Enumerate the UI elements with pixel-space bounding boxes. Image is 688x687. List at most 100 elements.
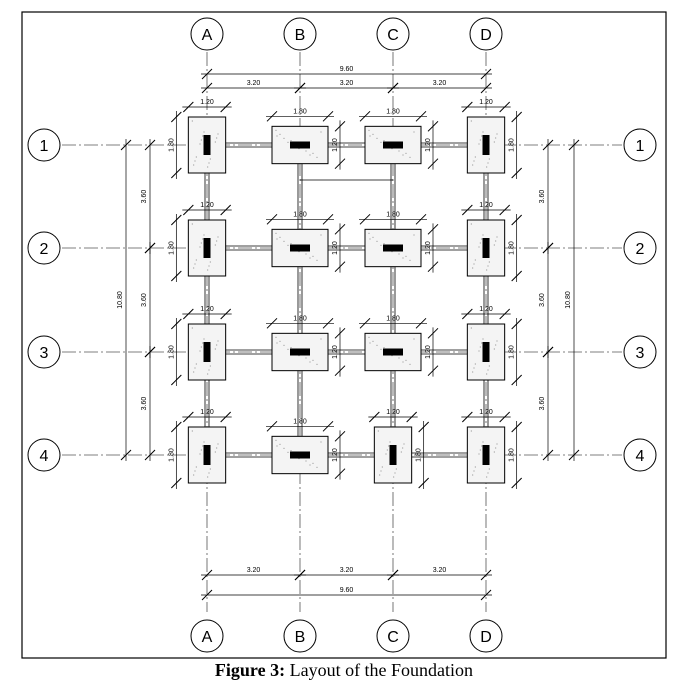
footing-texture bbox=[472, 267, 474, 269]
footing-texture bbox=[493, 244, 495, 246]
footing-texture bbox=[214, 141, 216, 143]
footing-height-label: 1.20 bbox=[425, 241, 432, 255]
footing-width-label: 1.20 bbox=[200, 99, 214, 106]
footing-texture bbox=[203, 131, 205, 133]
dim-tick bbox=[415, 110, 427, 122]
footing-texture bbox=[368, 232, 370, 234]
footing-texture bbox=[472, 371, 474, 373]
footing-width-label: 1.20 bbox=[200, 202, 214, 209]
dim-tick bbox=[266, 213, 278, 225]
footing-texture bbox=[479, 449, 481, 451]
dim-tick bbox=[499, 204, 511, 216]
footing-texture bbox=[389, 441, 391, 443]
footing-texture bbox=[275, 439, 277, 441]
dim-tick bbox=[334, 327, 346, 339]
footing-texture bbox=[495, 240, 497, 242]
left-row-dim-label: 3.60 bbox=[141, 190, 148, 204]
footing-texture bbox=[488, 261, 490, 263]
dim-tick bbox=[480, 569, 492, 581]
footing-texture bbox=[275, 232, 277, 234]
footing-texture bbox=[380, 244, 382, 246]
dim-tick bbox=[170, 374, 182, 386]
footing-texture bbox=[191, 223, 193, 225]
footing-texture bbox=[470, 223, 472, 225]
dim-tick bbox=[511, 214, 523, 226]
dim-tick bbox=[266, 317, 278, 329]
drawing-frame bbox=[21, 11, 667, 659]
footing-texture bbox=[369, 238, 371, 240]
footing-height-label: 1.80 bbox=[168, 241, 175, 255]
dim-tick bbox=[220, 308, 232, 320]
footing-texture bbox=[481, 135, 483, 137]
footing-texture bbox=[287, 244, 289, 246]
footing-texture bbox=[496, 133, 498, 135]
column-b2 bbox=[290, 244, 310, 252]
footing-texture bbox=[209, 261, 211, 263]
footing-width-label: 1.80 bbox=[386, 108, 400, 115]
footing-texture bbox=[495, 447, 497, 449]
footing-texture bbox=[305, 150, 307, 152]
dimension-lines: 1.201.801.801.201.801.201.201.801.201.80… bbox=[117, 66, 580, 601]
footing-texture bbox=[216, 137, 218, 139]
top-bay-dim-label: 3.20 bbox=[247, 80, 261, 87]
footing-texture bbox=[493, 451, 495, 453]
footing-texture bbox=[320, 441, 322, 443]
dim-tick bbox=[322, 420, 334, 432]
dim-tick bbox=[144, 139, 156, 151]
footing-texture bbox=[216, 344, 218, 346]
row-bubble-right-2 bbox=[623, 231, 657, 265]
footing-texture bbox=[316, 156, 318, 158]
footing-texture bbox=[207, 373, 209, 375]
footing-texture bbox=[283, 344, 285, 346]
dim-tick bbox=[201, 82, 213, 94]
column-c2 bbox=[383, 244, 403, 252]
column-c1 bbox=[383, 141, 403, 149]
dim-tick bbox=[480, 589, 492, 601]
footing-height-label: 1.20 bbox=[425, 345, 432, 359]
footing-texture bbox=[495, 137, 497, 139]
footing-texture bbox=[309, 257, 311, 259]
footing-texture bbox=[409, 259, 411, 261]
column-d3 bbox=[482, 342, 490, 362]
footing-texture bbox=[320, 338, 322, 340]
footing-texture bbox=[481, 445, 483, 447]
column-a4 bbox=[203, 445, 211, 465]
footing-texture bbox=[214, 348, 216, 350]
footing-texture bbox=[405, 255, 407, 257]
footing-texture bbox=[473, 470, 475, 472]
row-bubble-right-1-label: 1 bbox=[636, 138, 645, 155]
dim-tick bbox=[170, 214, 182, 226]
footing-width-label: 1.80 bbox=[293, 418, 307, 425]
dim-tick bbox=[387, 569, 399, 581]
footing-texture bbox=[393, 476, 395, 478]
footing-texture bbox=[320, 131, 322, 133]
footing-texture bbox=[398, 253, 400, 255]
footing-texture bbox=[402, 447, 404, 449]
left-row-dim-label: 3.60 bbox=[141, 293, 148, 307]
dim-tick bbox=[427, 158, 439, 170]
footing-texture bbox=[409, 363, 411, 365]
footing-texture bbox=[402, 361, 404, 363]
footing-texture bbox=[287, 141, 289, 143]
footing-texture bbox=[478, 246, 480, 248]
footings bbox=[187, 116, 506, 484]
dim-tick bbox=[334, 120, 346, 132]
footing-texture bbox=[379, 474, 381, 476]
footing-texture bbox=[488, 365, 490, 367]
dim-tick bbox=[266, 420, 278, 432]
dim-tick bbox=[406, 411, 418, 423]
footing-texture bbox=[488, 158, 490, 160]
footing-texture bbox=[478, 453, 480, 455]
row-bubble-left-2-label: 2 bbox=[40, 241, 49, 258]
right-row-dim-label: 3.60 bbox=[539, 293, 546, 307]
footing-texture bbox=[199, 453, 201, 455]
dim-tick bbox=[511, 111, 523, 123]
row-bubble-left-1-label: 1 bbox=[40, 138, 49, 155]
footing-texture bbox=[203, 234, 205, 236]
footing-height-label: 1.80 bbox=[168, 448, 175, 462]
footing-texture bbox=[405, 152, 407, 154]
footing-texture bbox=[385, 453, 387, 455]
row-bubble-right-3 bbox=[623, 335, 657, 369]
top-bay-dim-label: 3.20 bbox=[433, 80, 447, 87]
